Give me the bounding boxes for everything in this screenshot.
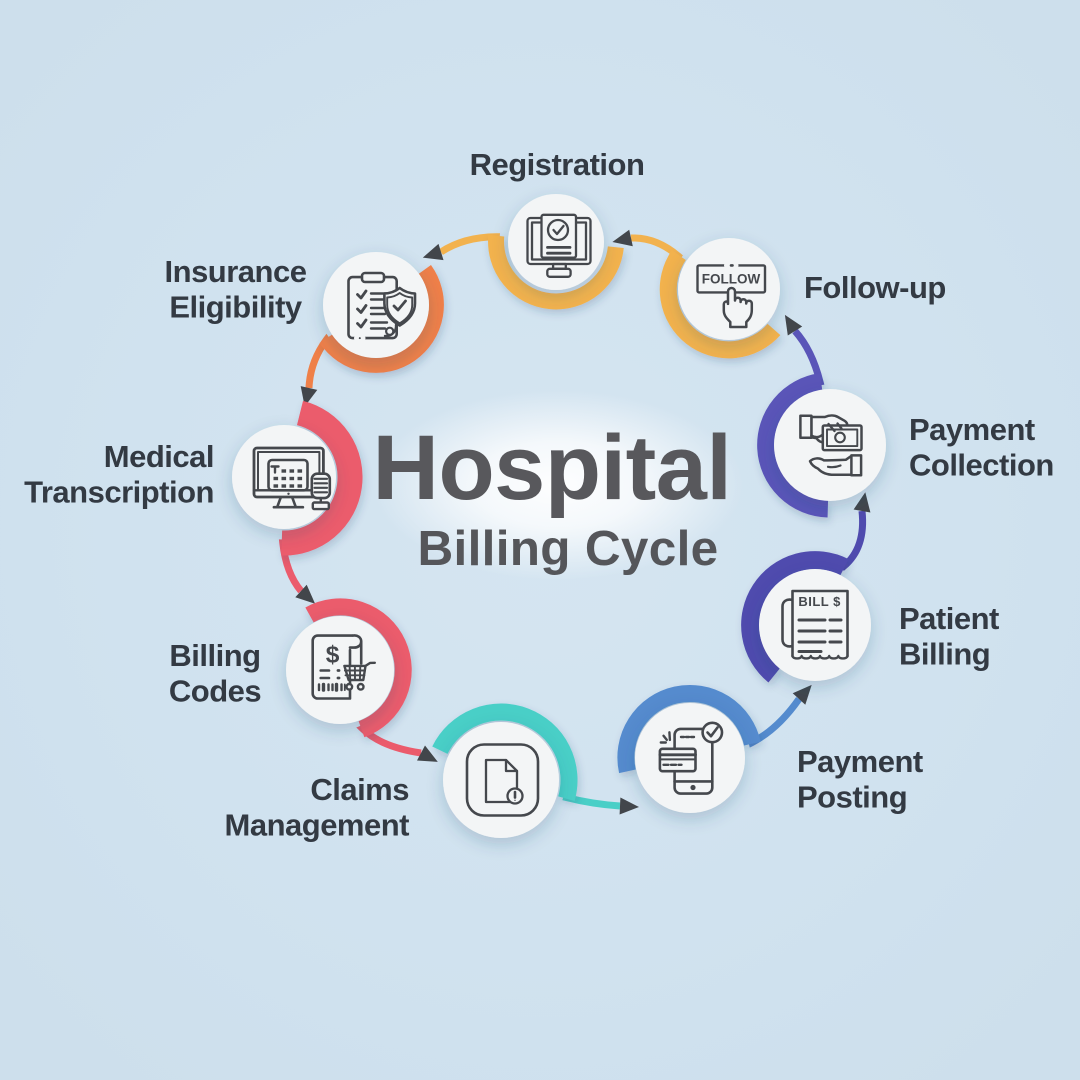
svg-text:Collection: Collection: [909, 448, 1054, 483]
svg-text:Eligibility: Eligibility: [169, 290, 303, 325]
svg-text:Billing: Billing: [899, 637, 990, 672]
svg-text:$: $: [326, 641, 340, 668]
svg-text:Patient: Patient: [899, 601, 999, 636]
svg-text:BILL $: BILL $: [798, 594, 841, 609]
svg-text:Billing: Billing: [169, 638, 260, 673]
svg-text:Follow-up: Follow-up: [804, 270, 946, 305]
svg-text:Claims: Claims: [310, 772, 409, 807]
svg-text:Transcription: Transcription: [24, 475, 214, 510]
svg-text:Registration: Registration: [470, 147, 645, 182]
svg-text:Posting: Posting: [797, 780, 907, 815]
svg-text:Codes: Codes: [169, 674, 261, 709]
svg-text:Medical: Medical: [104, 439, 214, 474]
svg-text:FOLLOW: FOLLOW: [702, 272, 761, 287]
svg-text:Management: Management: [225, 808, 410, 843]
svg-text:Payment: Payment: [909, 412, 1035, 447]
svg-text:Hospital: Hospital: [373, 417, 732, 519]
svg-text:Payment: Payment: [797, 744, 923, 779]
svg-text:Insurance: Insurance: [165, 254, 307, 289]
svg-text:Billing Cycle: Billing Cycle: [418, 521, 719, 576]
